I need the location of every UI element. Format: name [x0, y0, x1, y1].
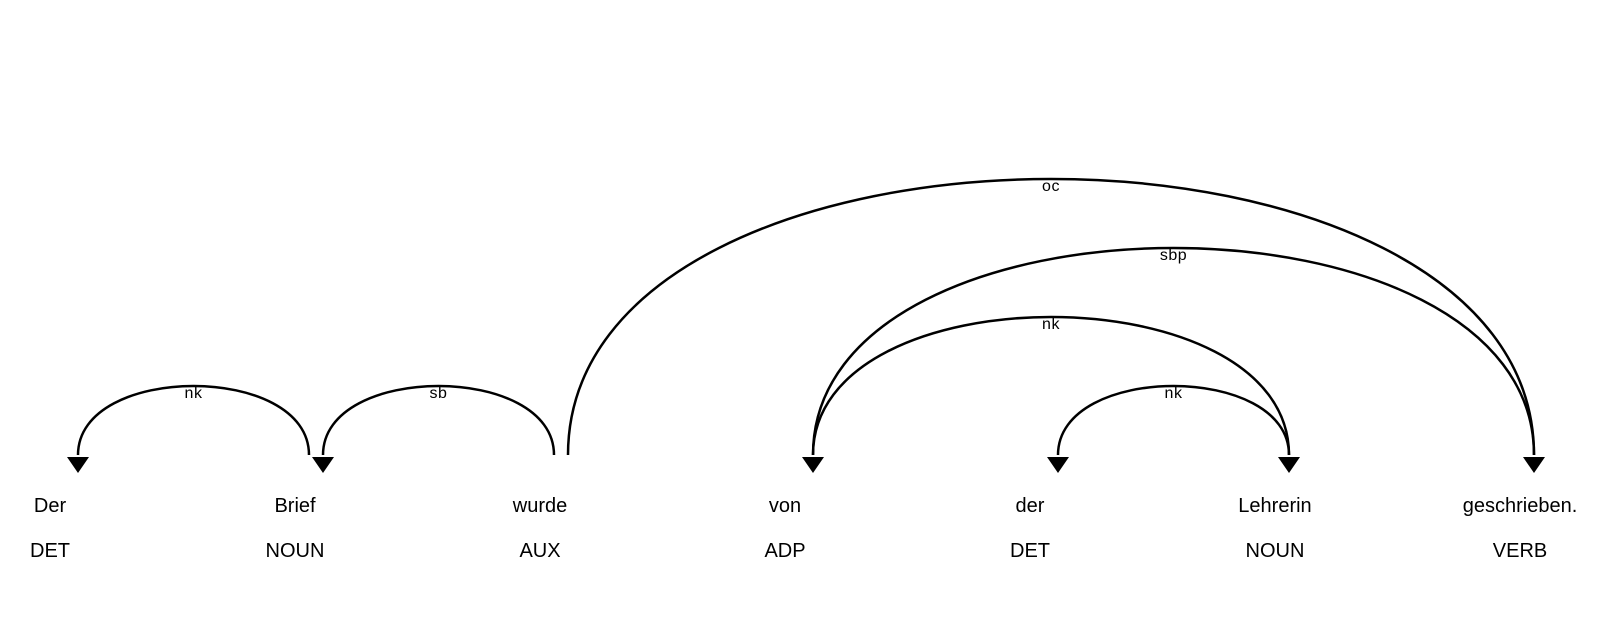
token-pos-tag: VERB: [1493, 540, 1547, 562]
arc-curve: [76, 384, 311, 456]
token-word: wurde: [512, 495, 567, 517]
arc-label: nk: [1165, 385, 1183, 402]
arc-nk: nk: [1047, 384, 1291, 473]
token-word: Brief: [274, 495, 316, 517]
token-pos-tag: NOUN: [1246, 540, 1305, 562]
arc-curve: [321, 384, 556, 456]
arc-label: nk: [1042, 316, 1060, 333]
arc-label: oc: [1042, 178, 1060, 195]
arc-arrowhead: [1278, 457, 1300, 473]
token-pos-tag: AUX: [519, 540, 560, 562]
arc-nk: nk: [811, 315, 1300, 473]
token-word: von: [769, 495, 801, 517]
arc-arrowhead: [67, 457, 89, 473]
arc-curve: [1056, 384, 1291, 456]
token-word: Der: [34, 495, 67, 517]
arc-curve: [566, 177, 1536, 456]
arc-arrowhead: [1047, 457, 1069, 473]
arc-label: sbp: [1160, 247, 1187, 264]
arc-arrowhead: [1523, 457, 1545, 473]
token-word: der: [1016, 495, 1045, 517]
arc-arrowhead: [312, 457, 334, 473]
arc-curve: [811, 246, 1536, 456]
token-pos-tag: NOUN: [266, 540, 325, 562]
token-word: geschrieben.: [1463, 495, 1578, 517]
arc-label: nk: [185, 385, 203, 402]
token-word: Lehrerin: [1238, 495, 1311, 517]
arc-sbp: sbp: [802, 246, 1536, 473]
arc-nk: nk: [67, 384, 311, 473]
arc-label: sb: [430, 385, 448, 402]
arc-oc: oc: [566, 177, 1545, 473]
token-pos-tag: ADP: [764, 540, 805, 562]
token-pos-tag: DET: [30, 540, 70, 562]
arcs-layer: nk sb oc sbp nk nk: [67, 177, 1545, 473]
arc-sb: sb: [312, 384, 556, 473]
arc-arrowhead: [802, 457, 824, 473]
token-pos-tag: DET: [1010, 540, 1050, 562]
arc-curve: [811, 315, 1291, 456]
